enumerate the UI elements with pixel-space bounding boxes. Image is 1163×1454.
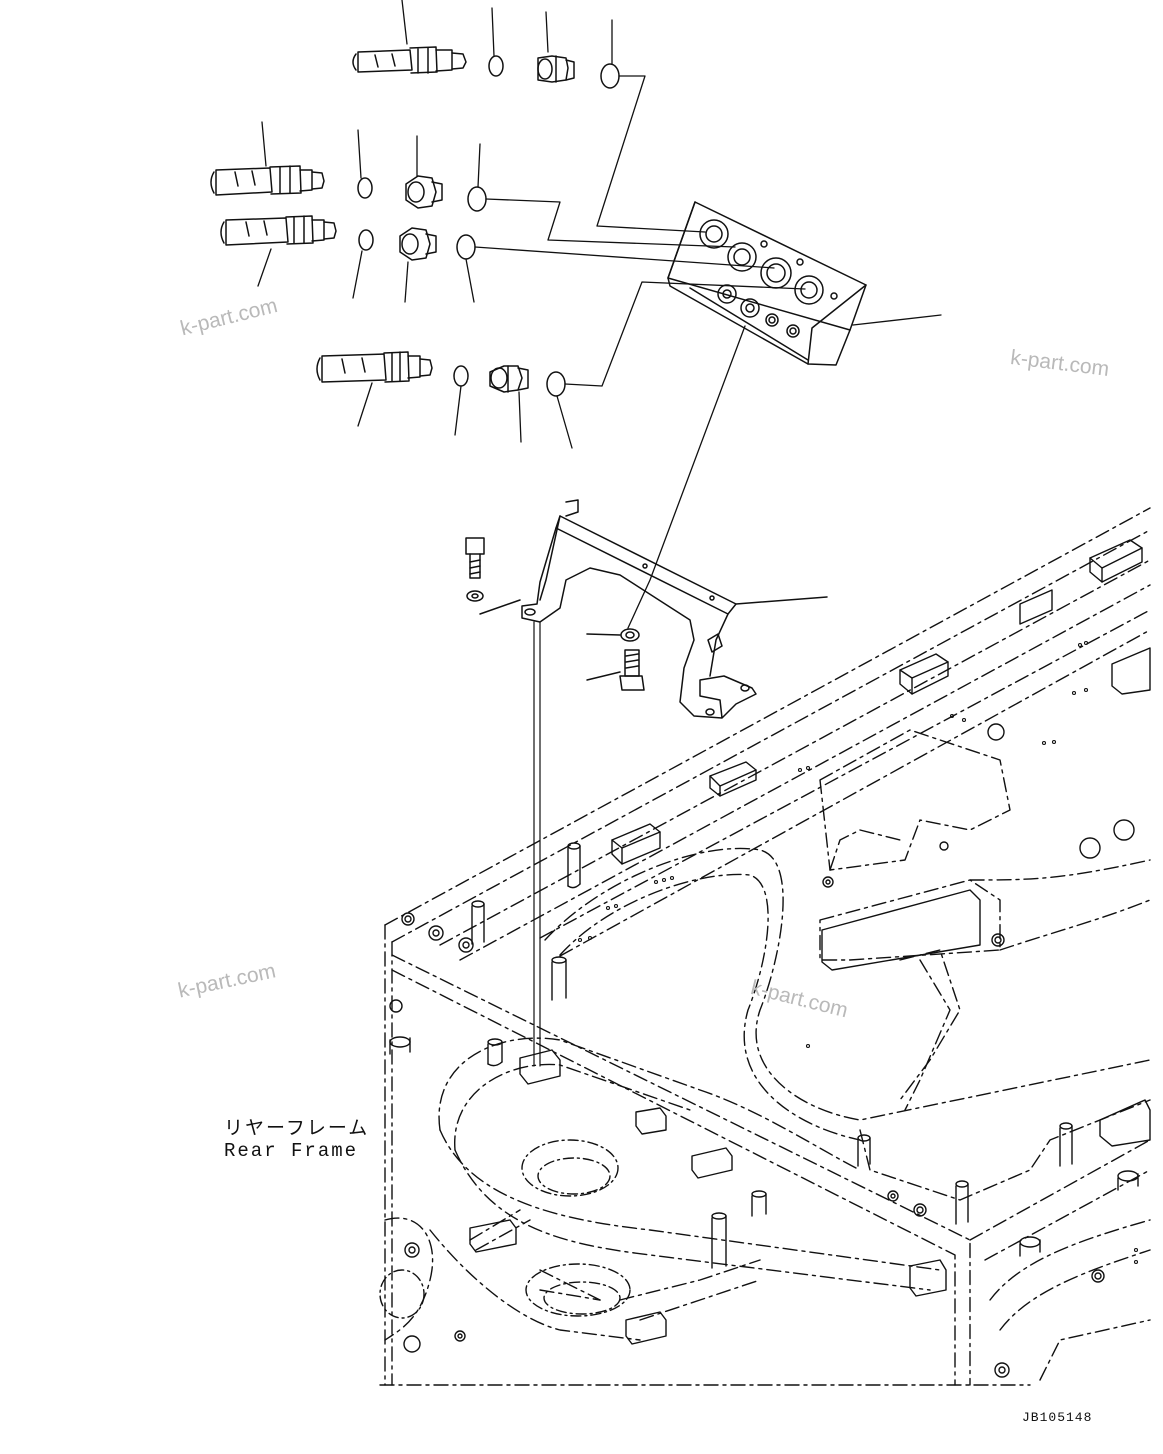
rear-frame-label-en: Rear Frame [224,1140,359,1162]
hose-1 [352,46,467,74]
rear-frame [379,507,1151,1386]
rear-frame-label-jp: リヤーフレーム [224,1118,370,1140]
valve-block [667,201,867,366]
bolts-and-washers [465,537,828,1067]
bracket [521,499,757,719]
document-id: JB105148 [1022,1410,1093,1425]
o-rings [357,55,620,397]
hose-3 [220,215,337,246]
leader-lines-top [257,0,942,629]
hose-2 [210,165,325,196]
hose-4 [316,351,433,383]
rail-holes [577,640,1139,1265]
frame-bosses [389,723,1139,1378]
fittings [399,55,575,393]
frame-blocks [469,539,1151,1345]
frame-openings [379,1139,631,1319]
